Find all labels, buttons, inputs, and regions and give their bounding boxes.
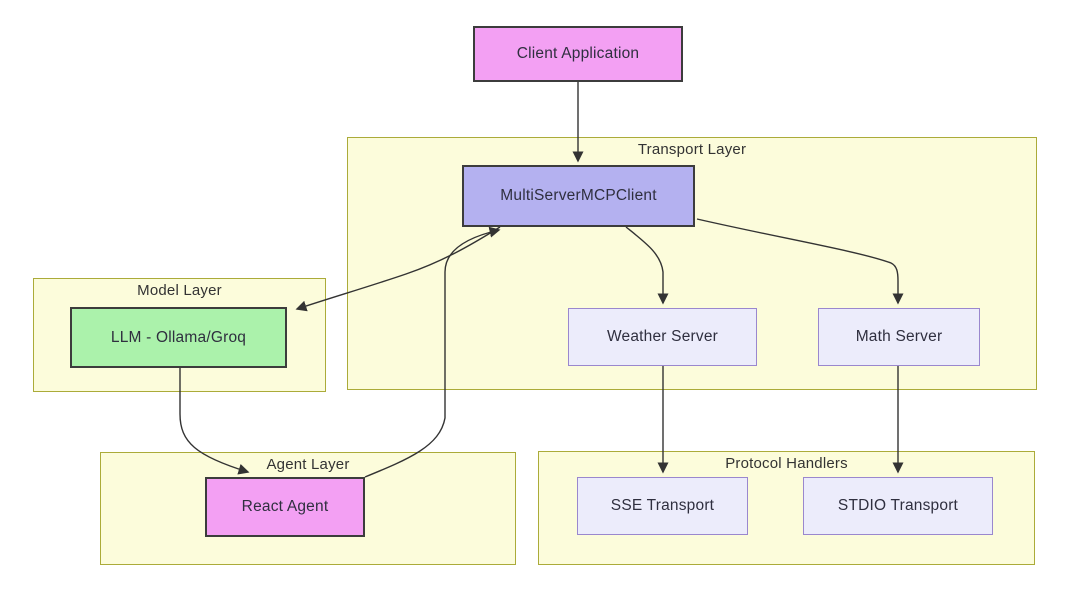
container-label-protocol-handlers: Protocol Handlers — [725, 455, 848, 472]
edge-react-agent-to-mcp-client — [364, 226, 501, 478]
edge-mcp-client-to-llm — [295, 226, 501, 312]
node-label-multi-server-mcp-client: MultiServerMCPClient — [500, 187, 657, 204]
node-label-react-agent: React Agent — [241, 498, 329, 515]
node-label-weather-server: Weather Server — [606, 328, 719, 345]
container-label-agent-layer: Agent Layer — [266, 456, 350, 473]
container-label-transport-layer: Transport Layer — [637, 141, 747, 158]
node-sse-transport: SSE Transport — [577, 477, 748, 535]
edge-mcp-client-to-weather-server — [625, 226, 669, 305]
node-weather-server: Weather Server — [568, 308, 757, 366]
node-multi-server-mcp-client: MultiServerMCPClient — [462, 165, 695, 227]
node-stdio-transport: STDIO Transport — [803, 477, 993, 535]
container-label-model-layer: Model Layer — [137, 282, 222, 299]
node-label-llm: LLM - Ollama/Groq — [110, 328, 247, 346]
node-label-math-server: Math Server — [855, 328, 943, 345]
node-label-stdio-transport: STDIO Transport — [837, 497, 959, 514]
node-react-agent: React Agent — [205, 477, 365, 537]
node-label-client-application: Client Application — [516, 45, 640, 62]
node-client-application: Client Application — [473, 26, 683, 82]
edge-llm-to-react-agent — [179, 368, 250, 475]
node-llm: LLM - Ollama/Groq — [70, 307, 287, 368]
node-math-server: Math Server — [818, 308, 980, 366]
edge-mcp-client-to-math-server — [696, 218, 904, 305]
node-label-sse-transport: SSE Transport — [610, 497, 715, 514]
